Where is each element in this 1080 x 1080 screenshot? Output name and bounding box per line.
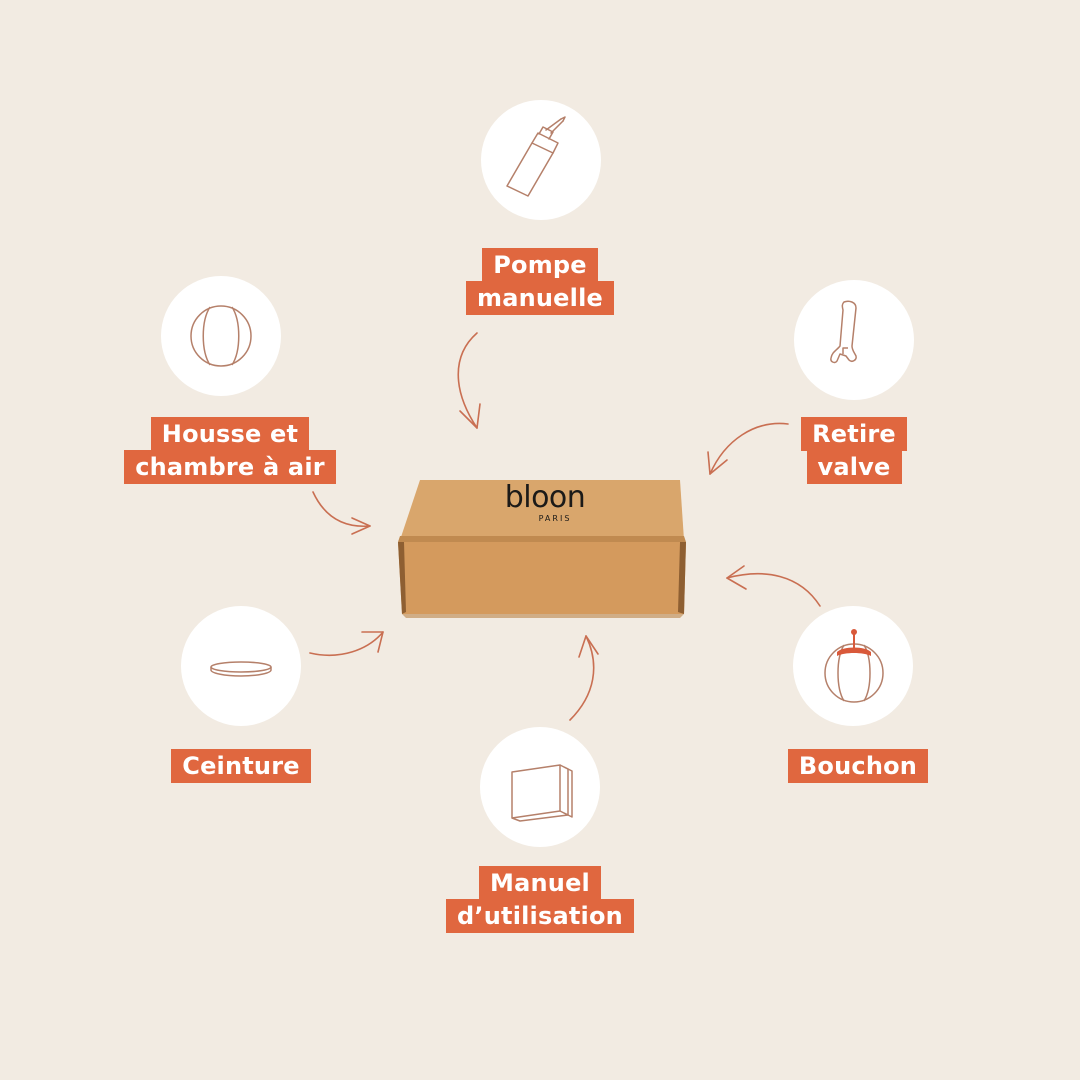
arrow-pompe xyxy=(457,332,478,429)
valve-remover-icon xyxy=(830,300,857,364)
belt-circle xyxy=(181,606,301,726)
label-pompe-line1: Pompe xyxy=(482,248,598,282)
manual-circle xyxy=(480,727,600,847)
box-lid-shade xyxy=(398,536,686,542)
plug-circle xyxy=(793,606,913,726)
box-side-right xyxy=(678,542,686,614)
label-pompe: Pompe manuelle xyxy=(440,248,640,315)
brand-name: bloon xyxy=(504,480,586,515)
label-pompe-line2: manuelle xyxy=(466,281,614,315)
pump-circle xyxy=(481,100,601,220)
box-bottom-shadow xyxy=(402,614,684,618)
label-manuel-line2: d’utilisation xyxy=(446,899,634,933)
pump-icon xyxy=(506,116,566,197)
belt-icon xyxy=(210,661,272,677)
label-housse-line1: Housse et xyxy=(150,417,310,451)
box-lid-top xyxy=(400,480,684,540)
ball-cover-icon xyxy=(190,305,252,367)
arrow-retire xyxy=(709,422,789,475)
arrow-bouchon xyxy=(726,572,821,607)
cover-circle xyxy=(161,276,281,396)
arrow-housse-head xyxy=(351,517,371,535)
arrow-housse xyxy=(312,491,371,528)
label-ceinture: Ceinture xyxy=(141,749,341,783)
arrow-pompe-head xyxy=(459,403,481,429)
plug-icon xyxy=(824,629,884,703)
arrow-manuel xyxy=(569,635,595,721)
manual-icon xyxy=(511,764,573,822)
label-manuel: Manuel d’utilisation xyxy=(420,866,660,933)
label-retire-line1: Retire xyxy=(801,417,907,451)
brand-city: PARIS xyxy=(538,514,572,523)
valve-remover-circle xyxy=(794,280,914,400)
arrow-ceinture-head xyxy=(361,631,384,653)
box-front xyxy=(398,542,686,614)
label-bouchon: Bouchon xyxy=(758,749,958,783)
brand-logo: bloon PARIS xyxy=(480,482,610,524)
label-housse-line2: chambre à air xyxy=(124,450,336,484)
label-bouchon-line1: Bouchon xyxy=(787,749,929,783)
label-ceinture-line1: Ceinture xyxy=(171,749,311,783)
label-retire: Retire valve xyxy=(754,417,954,484)
box-side-left xyxy=(398,542,406,614)
label-housse: Housse et chambre à air xyxy=(90,417,370,484)
arrow-ceinture xyxy=(309,631,384,657)
arrow-bouchon-head xyxy=(726,565,747,590)
label-retire-line2: valve xyxy=(806,450,902,484)
arrow-manuel-head xyxy=(578,635,599,658)
arrow-retire-head xyxy=(707,451,728,475)
label-manuel-line1: Manuel xyxy=(479,866,601,900)
